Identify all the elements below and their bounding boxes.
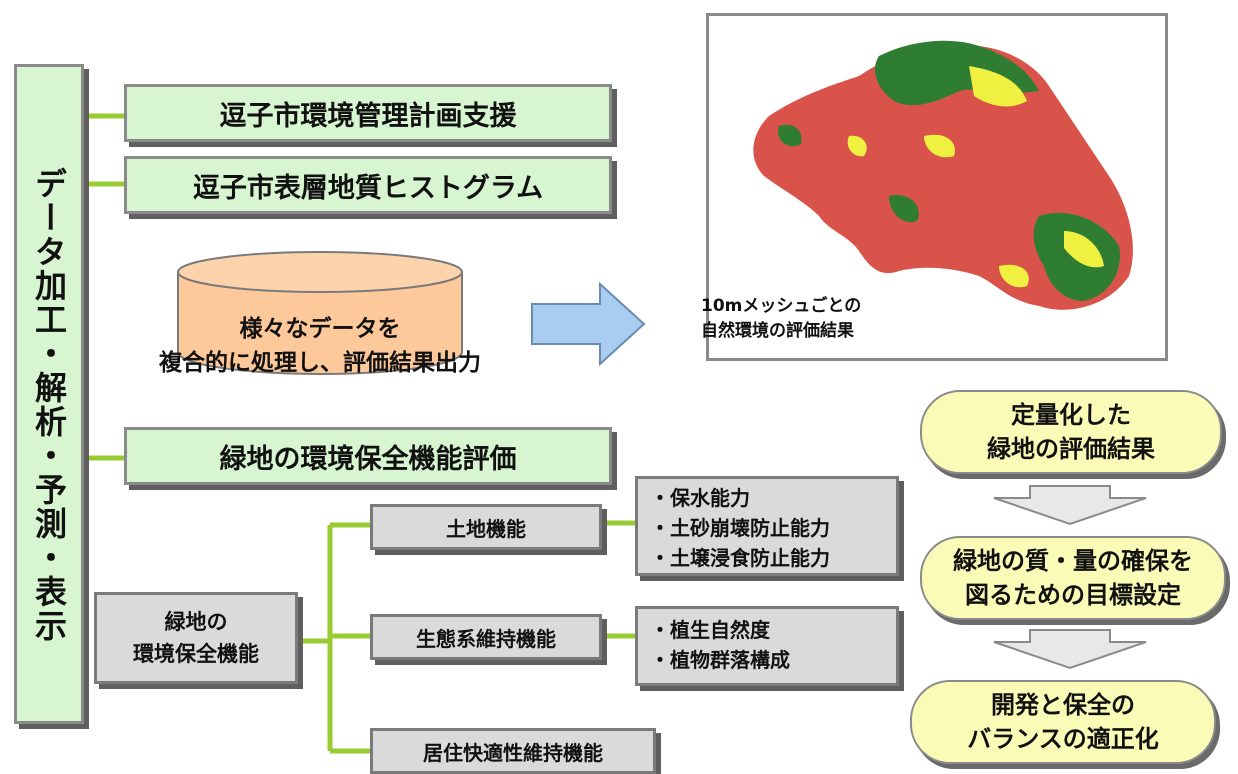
flow-step-1-line2: 緑地の評価結果 — [987, 435, 1155, 463]
flow-step-balance: 開発と保全の バランスの適正化 — [910, 680, 1216, 764]
flow-step-target: 緑地の質・量の確保を 図るための目標設定 — [920, 536, 1226, 620]
flow-step-2-line2: 図るための目標設定 — [965, 581, 1181, 609]
evaluation-map-image — [753, 40, 1133, 310]
map-caption-line1: 10mメッシュごとの — [701, 296, 862, 316]
database-line1: 様々なデータを — [239, 316, 401, 342]
list-item: ・土壌浸食防止能力 — [650, 546, 830, 570]
list-item: ・植物群落構成 — [650, 648, 790, 672]
flow-step-1-line1: 定量化した — [1011, 401, 1131, 429]
zushi-geology-label: 逗子市表層地質ヒストグラム — [192, 172, 544, 204]
left-vertical-bar: データ加工・解析・予測・表示 — [14, 64, 84, 724]
land-function-label: 土地機能 — [446, 516, 526, 541]
ecosystem-function-details: ・植生自然度 ・植物群落構成 — [635, 606, 899, 686]
greenspace-function-root-box: 緑地の 環境保全機能 — [94, 592, 298, 684]
list-item: ・保水能力 — [650, 486, 750, 510]
flow-down-arrow-1-icon — [993, 485, 1147, 526]
list-item: ・植生自然度 — [650, 618, 770, 642]
flow-step-3-line2: バランスの適正化 — [967, 725, 1159, 753]
living-comfort-function-box: 居住快適性維持機能 — [370, 728, 656, 774]
flow-step-quantified: 定量化した 緑地の評価結果 — [920, 390, 1222, 474]
map-caption: 10mメッシュごとの 自然環境の評価結果 — [701, 294, 861, 344]
map-caption-line2: 自然環境の評価結果 — [701, 321, 854, 341]
database-text: 様々なデータを 複合的に処理し、評価結果出力 — [110, 312, 530, 380]
ecosystem-function-box: 生態系維持機能 — [370, 614, 602, 660]
database-line2: 複合的に処理し、評価結果出力 — [159, 350, 481, 376]
greenspace-eval-box: 緑地の環境保全機能評価 — [124, 427, 612, 485]
blue-right-arrow-icon — [531, 281, 646, 367]
greenspace-eval-label: 緑地の環境保全機能評価 — [219, 443, 517, 475]
database-cylinder-icon — [177, 251, 463, 375]
flow-step-3-line1: 開発と保全の — [991, 691, 1135, 719]
zushi-env-plan-label: 逗子市環境管理計画支援 — [219, 100, 517, 132]
root-line1: 緑地の — [164, 610, 228, 634]
left-bar-label: データ加工・解析・予測・表示 — [30, 167, 68, 643]
land-function-box: 土地機能 — [370, 504, 602, 550]
flow-down-arrow-2-icon — [993, 629, 1147, 670]
zushi-env-plan-box: 逗子市環境管理計画支援 — [124, 84, 612, 142]
zushi-geology-box: 逗子市表層地質ヒストグラム — [124, 156, 612, 214]
flow-step-2-line1: 緑地の質・量の確保を — [953, 547, 1193, 575]
living-comfort-function-label: 居住快適性維持機能 — [423, 740, 603, 765]
ecosystem-function-label: 生態系維持機能 — [416, 626, 556, 651]
land-function-details: ・保水能力 ・土砂崩壊防止能力 ・土壌浸食防止能力 — [635, 476, 899, 576]
list-item: ・土砂崩壊防止能力 — [650, 516, 830, 540]
root-line2: 環境保全機能 — [133, 642, 259, 666]
evaluation-map-panel: 10mメッシュごとの 自然環境の評価結果 — [701, 13, 1168, 361]
